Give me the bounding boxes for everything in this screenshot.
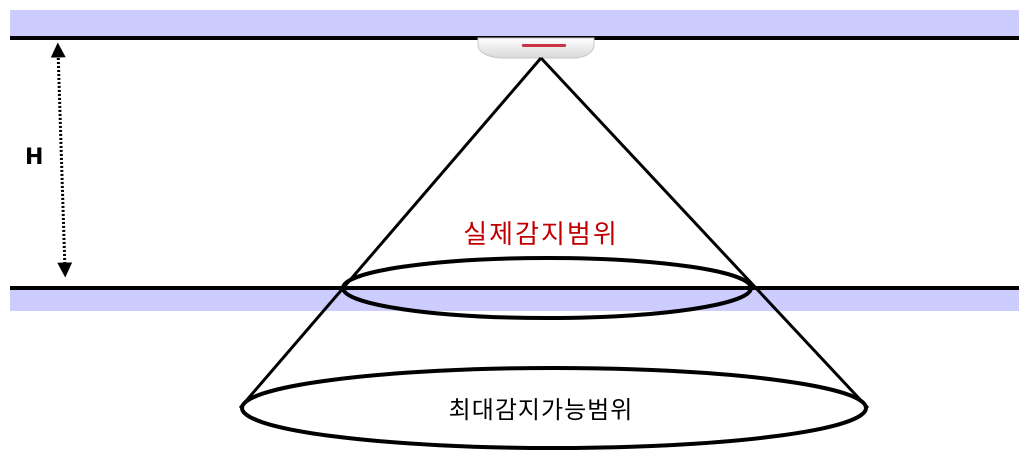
ceiling-band bbox=[10, 10, 1019, 37]
height-label: H bbox=[25, 145, 43, 170]
ceiling-sensor-icon bbox=[477, 37, 595, 59]
actual-range-label: 실제감지범위 bbox=[463, 220, 619, 250]
max-range-label: 최대감지가능범위 bbox=[449, 396, 634, 424]
height-arrow bbox=[50, 42, 73, 278]
actual-range-ellipse bbox=[341, 256, 753, 320]
cone-edge-left bbox=[238, 57, 543, 409]
max-range-ellipse bbox=[240, 366, 868, 450]
cone-edge-right bbox=[539, 56, 870, 410]
floor-band bbox=[10, 289, 1019, 311]
